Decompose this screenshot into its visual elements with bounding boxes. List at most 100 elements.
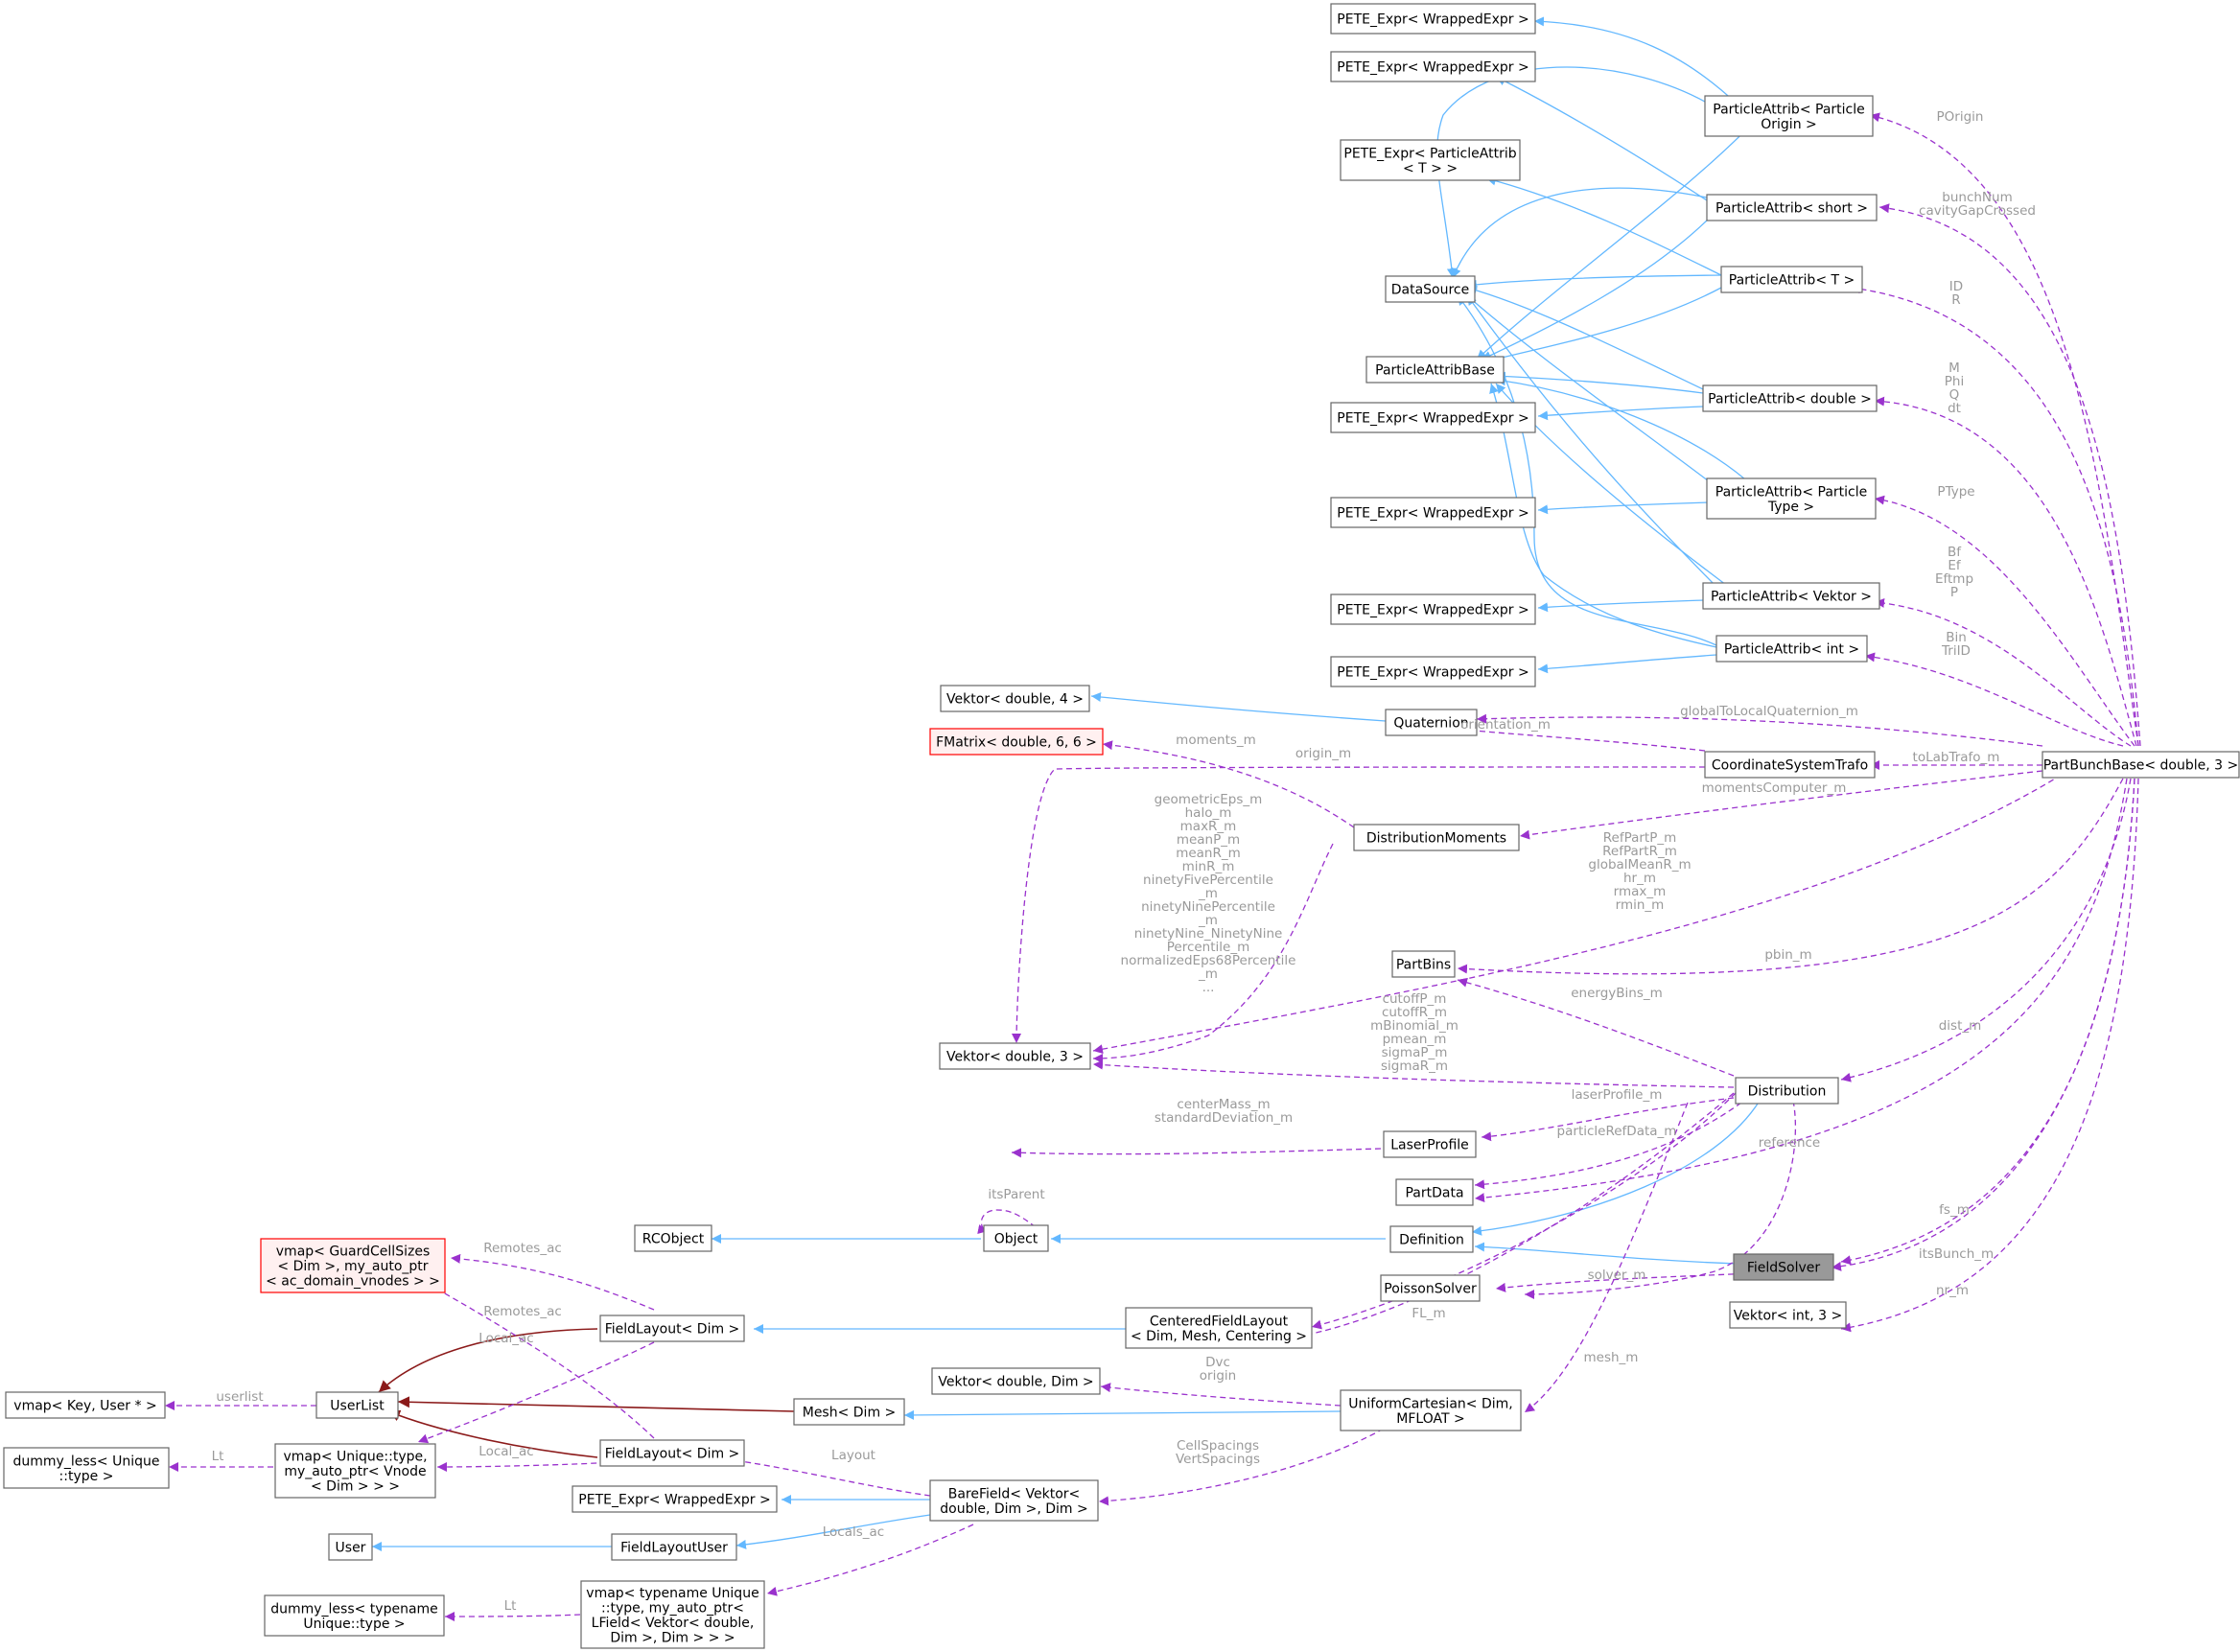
class-node-vektor-d3[interactable]: Vektor< double, 3 > — [939, 1042, 1091, 1070]
class-node-poisson[interactable]: PoissonSolver — [1380, 1274, 1481, 1302]
class-node-dummy-u[interactable]: dummy_less< Unique::type > — [3, 1447, 170, 1489]
class-node-distmoments[interactable]: DistributionMoments — [1353, 824, 1520, 851]
class-node-mesh[interactable]: Mesh< Dim > — [793, 1398, 905, 1426]
edge-use — [1874, 396, 2137, 747]
class-node-pete-w2[interactable]: PETE_Expr< WrappedExpr > — [1330, 51, 1536, 82]
class-node-partdata[interactable]: PartData — [1395, 1178, 1474, 1206]
class-node-fieldlayout1[interactable]: FieldLayout< Dim > — [599, 1315, 745, 1342]
class-node-vektor-i3[interactable]: Vektor< int, 3 > — [1729, 1301, 1847, 1329]
edge-inh — [1533, 16, 1738, 105]
class-node-label: vmap< Key, User * > — [13, 1399, 156, 1414]
edge-label-line: Lt — [212, 1449, 224, 1464]
class-node-box — [572, 1485, 778, 1513]
class-node-label: FieldLayoutUser — [620, 1541, 728, 1556]
usage-edges — [165, 112, 2141, 1621]
edge-use — [1864, 652, 2124, 747]
edge-label-line: Bf — [1948, 545, 1962, 560]
class-node-label: Vektor< double, 4 > — [946, 692, 1084, 708]
class-node-partbunch[interactable]: PartBunchBase< double, 3 > — [2042, 751, 2240, 779]
edge-inh — [735, 1514, 931, 1549]
class-node-label: FieldLayout< Dim > — [605, 1322, 740, 1338]
class-node-box — [1389, 1225, 1474, 1253]
class-node-pa-double[interactable]: ParticleAttrib< double > — [1702, 384, 1878, 412]
class-node-label: Vektor< int, 3 > — [1734, 1309, 1842, 1324]
class-node-pete-w7[interactable]: PETE_Expr< WrappedExpr > — [572, 1485, 778, 1513]
class-node-user[interactable]: User — [328, 1533, 373, 1561]
class-node-datasource[interactable]: DataSource — [1385, 275, 1476, 303]
class-node-box — [1385, 275, 1476, 303]
class-node-label: DistributionMoments — [1366, 831, 1506, 847]
template-edges — [378, 1328, 795, 1458]
edge-label-line: RefPartP_m — [1603, 830, 1677, 846]
class-node-pa-short[interactable]: ParticleAttrib< short > — [1706, 194, 1878, 221]
class-node-fmatrix[interactable]: FMatrix< double, 6, 6 > — [929, 728, 1104, 756]
edge-inh — [1495, 376, 1746, 480]
edge-use — [1311, 1092, 1737, 1330]
class-node-box — [940, 685, 1090, 712]
class-node-cstrafo[interactable]: CoordinateSystemTrafo — [1704, 751, 1876, 779]
edge-label-cutoff: cutoffP_mcutoffR_mmBinomial_mpmean_msigm… — [1370, 991, 1458, 1074]
edge-use — [1092, 843, 1334, 1063]
edge-label-tolab: toLabTrafo_m — [1913, 750, 2000, 765]
edge-label-solver: solver_m — [1588, 1268, 1646, 1283]
class-node-box — [1706, 194, 1878, 221]
edge-label-line: M — [1948, 361, 1960, 376]
class-node-pete-w6[interactable]: PETE_Expr< WrappedExpr > — [1330, 656, 1536, 687]
class-node-label: PartBins — [1396, 958, 1451, 973]
class-node-pa-t[interactable]: ParticleAttrib< T > — [1720, 266, 1863, 293]
class-node-pa-int[interactable]: ParticleAttrib< int > — [1715, 635, 1868, 663]
class-node-pete-w4[interactable]: PETE_Expr< WrappedExpr > — [1330, 497, 1536, 528]
edge-label-energybins: energyBins_m — [1571, 986, 1663, 1001]
edge-label-line: VertSpacings — [1176, 1452, 1260, 1467]
class-node-laserprofile[interactable]: LaserProfile — [1383, 1130, 1477, 1158]
edge-use — [1519, 770, 2043, 840]
class-node-definition[interactable]: Definition — [1389, 1225, 1474, 1253]
edge-tpl — [397, 1396, 795, 1412]
edge-inh — [1476, 120, 1756, 361]
class-node-pete-pa[interactable]: PETE_Expr< ParticleAttrib< T > > — [1340, 139, 1521, 181]
edge-use — [1457, 778, 2124, 975]
class-node-label: UserList — [330, 1399, 385, 1414]
class-node-box — [1340, 139, 1521, 181]
class-node-pete-w1[interactable]: PETE_Expr< WrappedExpr > — [1330, 3, 1536, 35]
class-node-barefield[interactable]: BareField< Vektor<double, Dim >, Dim > — [929, 1479, 1099, 1522]
class-node-vmap-u[interactable]: vmap< Unique::type,my_auto_ptr< Vnode< D… — [274, 1443, 436, 1499]
class-node-fieldlayout2[interactable]: FieldLayout< Dim > — [599, 1439, 745, 1467]
class-node-distribution[interactable]: Distribution — [1735, 1077, 1839, 1105]
class-node-quaternion[interactable]: Quaternion — [1385, 709, 1478, 736]
class-node-rcobject[interactable]: RCObject — [634, 1224, 712, 1252]
class-node-object[interactable]: Object — [983, 1224, 1049, 1252]
edge-use — [1012, 766, 1706, 1044]
edge-label-line: ninetyFivePercentile — [1143, 873, 1273, 888]
class-node-uc[interactable]: UniformCartesian< Dim,MFLOAT > — [1340, 1389, 1522, 1431]
edge-label-line: Ef — [1948, 558, 1962, 573]
edge-use — [411, 1274, 655, 1439]
class-node-box — [599, 1315, 745, 1342]
class-node-userlist[interactable]: UserList — [315, 1391, 399, 1419]
class-node-partbins[interactable]: PartBins — [1391, 950, 1456, 978]
class-node-pa-vektor[interactable]: ParticleAttrib< Vektor > — [1702, 582, 1880, 610]
class-node-vektor-ddim[interactable]: Vektor< double, Dim > — [931, 1367, 1101, 1395]
class-node-cfl[interactable]: CenteredFieldLayout< Dim, Mesh, Centerin… — [1125, 1307, 1313, 1349]
class-node-fieldsolver[interactable]: FieldSolver — [1733, 1253, 1834, 1281]
class-node-box — [1391, 950, 1456, 978]
edge-label-line: standardDeviation_m — [1155, 1110, 1293, 1126]
class-node-pete-w3[interactable]: PETE_Expr< WrappedExpr > — [1330, 402, 1536, 433]
class-node-label: vmap< typename Unique — [586, 1586, 758, 1601]
class-node-box — [2042, 751, 2240, 779]
edge-label-line: mesh_m — [1584, 1350, 1639, 1365]
edge-label-userlist-l: userlist — [216, 1389, 263, 1405]
class-node-fluser[interactable]: FieldLayoutUser — [611, 1533, 737, 1561]
class-node-vmap-tn[interactable]: vmap< typename Unique::type, my_auto_ptr… — [580, 1580, 765, 1649]
class-node-pabase[interactable]: ParticleAttribBase — [1365, 356, 1505, 384]
class-node-vmap-key[interactable]: vmap< Key, User * > — [5, 1391, 166, 1419]
class-node-pete-w5[interactable]: PETE_Expr< WrappedExpr > — [1330, 593, 1536, 625]
class-node-vmap-gcs[interactable]: vmap< GuardCellSizes< Dim >, my_auto_ptr… — [260, 1238, 446, 1293]
edge-label-line: moments_m — [1176, 733, 1256, 748]
class-node-vektor-d4[interactable]: Vektor< double, 4 > — [940, 685, 1090, 712]
